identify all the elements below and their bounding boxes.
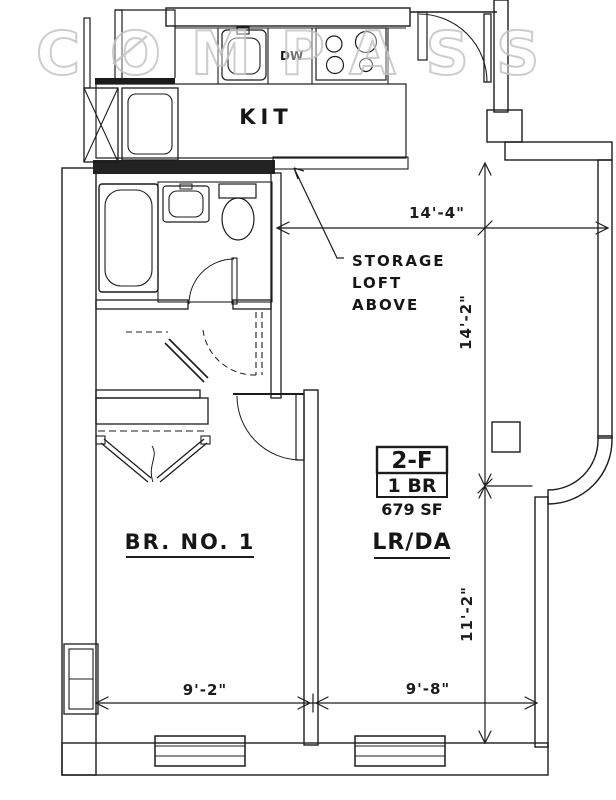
south-wall	[61, 742, 549, 776]
angled-door-leaf	[164, 338, 209, 383]
closet-shelf	[95, 397, 209, 425]
kitchen: DW KIT	[83, 9, 409, 174]
living-room: 2-F 1 BR 679 SF LR/DA	[372, 445, 451, 559]
entry	[410, 11, 497, 83]
shaft-x	[83, 87, 119, 163]
bedroom-living-divider-wall	[303, 389, 319, 746]
bathroom	[95, 172, 282, 399]
dim-living-width: 14'-4"	[409, 204, 465, 222]
bathtub	[98, 183, 159, 293]
watermark-text: COMPASS	[36, 19, 569, 89]
loft-outline-east	[255, 312, 263, 375]
counter-edge	[95, 78, 175, 84]
living-east-wall-upper	[597, 159, 613, 439]
unit-number: 2-F	[391, 448, 432, 474]
burner	[358, 57, 374, 73]
unit-layout-box	[376, 472, 448, 498]
storage-note-line3: ABOVE	[352, 296, 419, 314]
compass-watermark: COMPASS	[35, 18, 569, 90]
bathroom-door-leaf	[231, 257, 238, 305]
burner	[354, 30, 378, 54]
door-jamb	[417, 11, 428, 61]
living-north-wall	[504, 141, 613, 161]
dim-living-upper-depth: 14'-2"	[457, 294, 475, 350]
shaft	[83, 87, 119, 163]
bifold-pull	[150, 445, 155, 483]
windows	[154, 735, 446, 767]
free-standing-column	[491, 421, 521, 453]
kitchen-north-wall	[165, 7, 411, 27]
refrigerator	[121, 87, 179, 161]
toilet	[218, 183, 257, 241]
storage-leader-line	[293, 167, 344, 259]
dimensions: 14'-4" 14'-2" 11'-2" 9'-2" 9'-8"	[94, 161, 610, 745]
bedroom-window	[154, 735, 246, 767]
toilet-bowl	[221, 197, 255, 241]
entry-door-swing	[418, 13, 488, 83]
west-wall	[61, 167, 97, 776]
bathroom-south-wall-2	[232, 299, 272, 310]
living-east-wall-lower	[534, 496, 549, 748]
bifold-door-right	[156, 438, 208, 483]
bedroom-door-leaf	[295, 393, 305, 461]
hallway	[126, 312, 263, 383]
walls	[61, 0, 613, 776]
entry-east-wall	[493, 0, 509, 113]
faucet	[236, 26, 250, 35]
bathroom-south-wall	[95, 299, 189, 310]
burner	[325, 55, 345, 75]
storage-note: STORAGE LOFT ABOVE	[293, 167, 446, 314]
kitchen-south-wall-2	[272, 156, 409, 170]
entry-pillar	[486, 109, 523, 143]
bathroom-east-wall	[270, 172, 282, 399]
storage-note-line2: LOFT	[352, 274, 402, 292]
unit-layout: 1 BR	[388, 475, 437, 497]
unit-area: 679 SF	[381, 500, 442, 519]
bedroom-label: BR. NO. 1	[125, 530, 256, 554]
stove	[315, 27, 387, 81]
bedroom-north-wall	[95, 389, 201, 399]
dishwasher-label: DW	[280, 49, 303, 63]
bedroom: BR. NO. 1	[95, 389, 319, 746]
burner	[325, 35, 343, 53]
storage-note-line1: STORAGE	[352, 252, 446, 270]
dim-living-lower-depth: 11'-2"	[458, 586, 476, 642]
bedroom-door-swing	[236, 395, 301, 461]
living-room-label: LR/DA	[372, 530, 451, 555]
bedroom-closet	[95, 397, 211, 483]
kitchen-south-wall	[93, 160, 275, 174]
wall-recess-unit	[63, 643, 99, 715]
toilet-tank	[218, 183, 257, 199]
dim-living-bottom-width: 9'-8"	[406, 680, 451, 698]
bathroom-sink	[162, 183, 210, 223]
kitchen-sink	[221, 26, 267, 81]
watermark-o-slash	[112, 35, 148, 65]
kitchen-label: KIT	[239, 105, 292, 129]
living-window	[354, 735, 446, 767]
bifold-door-left	[100, 438, 152, 483]
curved-bay-wall	[547, 435, 613, 505]
bathroom-floor-tiles	[157, 181, 273, 303]
loft-door-swing-dashed	[202, 329, 257, 376]
storage-leader-arrow	[293, 167, 305, 180]
bathroom-door-swing	[188, 258, 235, 305]
dim-bedroom-width: 9'-2"	[183, 681, 228, 699]
